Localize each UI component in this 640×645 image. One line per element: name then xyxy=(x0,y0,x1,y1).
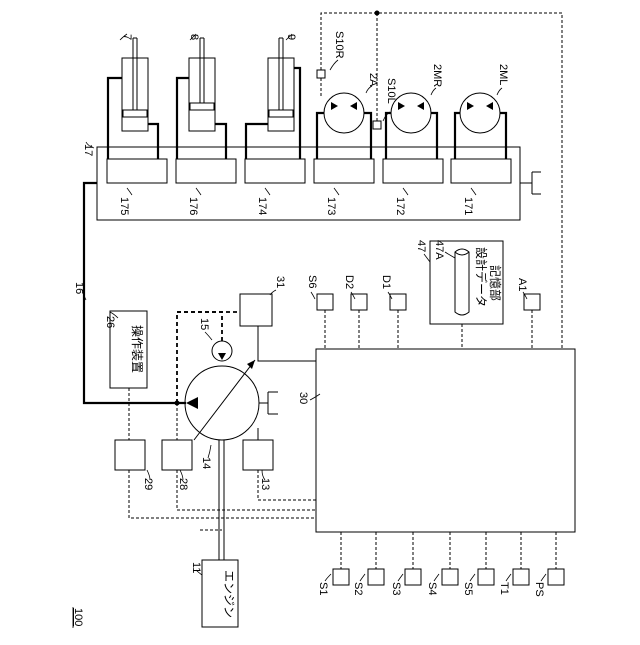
label-171: 171 xyxy=(462,197,474,215)
label-S1: S1 xyxy=(317,582,329,595)
label-29: 29 xyxy=(142,478,154,490)
sensor-S5 xyxy=(478,569,494,585)
sensor-PS xyxy=(548,569,564,585)
sensor-S2 xyxy=(368,569,384,585)
label-47: 47 xyxy=(415,240,427,252)
label-172: 172 xyxy=(394,197,406,215)
label-S4: S4 xyxy=(426,582,438,595)
label-8: 8 xyxy=(188,34,200,40)
label-S3: S3 xyxy=(390,582,402,595)
sensor-28 xyxy=(162,440,192,470)
cylinder-7 xyxy=(108,38,158,159)
label-173: 173 xyxy=(325,197,337,215)
label-174: 174 xyxy=(256,197,268,215)
operating-device-label: 操作装置 xyxy=(130,325,145,373)
valve-176 xyxy=(176,159,236,183)
label-13: 13 xyxy=(259,478,271,490)
figure-number: 100 xyxy=(72,608,84,626)
sensor-S4 xyxy=(442,569,458,585)
label-S6: S6 xyxy=(306,275,318,288)
label-31: 31 xyxy=(274,276,286,288)
label-2ML: 2ML xyxy=(497,64,509,85)
sensor-S10L xyxy=(373,121,381,129)
label-15: 15 xyxy=(198,318,210,330)
valve-175 xyxy=(107,159,167,183)
label-2A: 2A xyxy=(367,73,379,87)
valve-174 xyxy=(245,159,305,183)
sensor-S1 xyxy=(333,569,349,585)
sensor-S10R xyxy=(317,70,325,78)
cylinder-8 xyxy=(177,38,226,159)
valve-172 xyxy=(383,159,443,183)
label-11: 11 xyxy=(190,562,202,573)
main-pump xyxy=(185,360,278,440)
controller xyxy=(316,349,575,532)
sensor-S3 xyxy=(405,569,421,585)
label-S10L: S10L xyxy=(385,78,397,104)
regulator-controller xyxy=(240,294,272,326)
label-A1: A1 xyxy=(516,278,528,291)
label-S2: S2 xyxy=(352,582,364,595)
label-7: 7 xyxy=(121,34,133,40)
label-176: 176 xyxy=(187,197,199,215)
sensor-T1 xyxy=(513,569,529,585)
valve-171 xyxy=(451,159,511,183)
label-175: 175 xyxy=(118,197,130,215)
label-17: 17 xyxy=(82,144,94,156)
tank-symbol-valve xyxy=(520,172,541,194)
valve-173 xyxy=(314,159,374,183)
label-PS: PS xyxy=(533,582,545,597)
label-D1: D1 xyxy=(380,275,392,289)
label-D2: D2 xyxy=(343,275,355,289)
design-storage-label-1: 設計データ xyxy=(474,247,489,307)
label-26: 26 xyxy=(104,316,116,328)
sensor-S6 xyxy=(317,294,333,310)
label-S5: S5 xyxy=(462,582,474,595)
label-47A: 47A xyxy=(433,240,445,260)
sensor-13 xyxy=(243,440,273,470)
design-storage-label-2: 記憶部 xyxy=(488,265,503,301)
label-30: 30 xyxy=(297,392,309,404)
engine-label: エンジン xyxy=(222,570,236,618)
label-16: 16 xyxy=(73,282,85,294)
sensor-A1 xyxy=(524,294,540,310)
label-S10R: S10R xyxy=(333,31,345,59)
label-2MR: 2MR xyxy=(431,64,443,87)
label-28: 28 xyxy=(177,478,189,490)
cylinder-9 xyxy=(246,38,300,159)
sensor-29 xyxy=(115,440,145,470)
sensor-D1 xyxy=(390,294,406,310)
label-14: 14 xyxy=(200,457,212,469)
label-9: 9 xyxy=(285,34,297,40)
label-T1: T1 xyxy=(498,582,510,595)
